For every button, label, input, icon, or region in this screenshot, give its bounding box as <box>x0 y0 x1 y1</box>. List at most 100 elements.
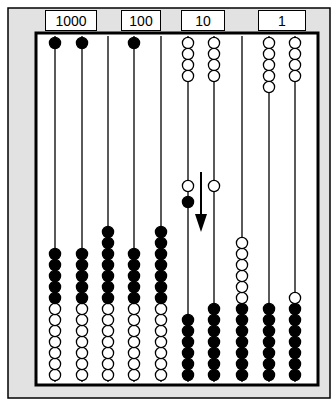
white-bead <box>128 369 139 380</box>
white-bead <box>208 59 219 70</box>
black-bead <box>102 226 113 237</box>
white-bead <box>263 81 274 92</box>
white-bead <box>102 358 113 369</box>
white-bead <box>128 347 139 358</box>
white-bead <box>263 59 274 70</box>
white-bead <box>102 314 113 325</box>
place-value-label: 1000 <box>55 14 86 28</box>
black-bead <box>236 314 247 325</box>
black-bead <box>76 270 87 281</box>
move-arrow <box>195 172 207 232</box>
black-bead <box>289 358 300 369</box>
beads <box>49 37 300 380</box>
black-bead <box>236 303 247 314</box>
white-bead <box>208 37 219 48</box>
black-bead <box>208 314 219 325</box>
black-bead <box>263 303 274 314</box>
white-bead <box>236 281 247 292</box>
white-bead <box>76 358 87 369</box>
place-value-box: 1000 <box>45 10 97 31</box>
white-bead <box>236 237 247 248</box>
black-bead <box>102 237 113 248</box>
arrow-head <box>195 214 207 232</box>
white-bead <box>182 48 193 59</box>
black-bead <box>263 369 274 380</box>
white-bead <box>102 325 113 336</box>
black-bead <box>208 325 219 336</box>
white-bead <box>208 48 219 59</box>
white-bead <box>263 70 274 81</box>
black-bead <box>155 292 166 303</box>
black-bead <box>49 270 60 281</box>
black-bead <box>49 37 60 48</box>
place-value-box: 1 <box>258 10 306 31</box>
black-bead <box>49 248 60 259</box>
black-bead <box>128 292 139 303</box>
black-bead <box>128 270 139 281</box>
place-value-box: 100 <box>121 10 161 31</box>
black-bead <box>208 336 219 347</box>
black-bead <box>236 347 247 358</box>
black-bead <box>102 270 113 281</box>
black-bead <box>263 314 274 325</box>
black-bead <box>155 281 166 292</box>
black-bead <box>102 248 113 259</box>
white-bead <box>236 259 247 270</box>
black-bead <box>289 325 300 336</box>
place-value-box: 10 <box>181 10 225 31</box>
white-bead <box>76 325 87 336</box>
black-bead <box>182 336 193 347</box>
white-bead <box>155 358 166 369</box>
black-bead <box>289 336 300 347</box>
white-bead <box>155 314 166 325</box>
black-bead <box>289 314 300 325</box>
white-bead <box>236 270 247 281</box>
white-bead <box>49 358 60 369</box>
black-bead <box>102 281 113 292</box>
rods <box>55 36 295 382</box>
black-bead <box>208 303 219 314</box>
white-bead <box>155 347 166 358</box>
black-bead <box>49 292 60 303</box>
white-bead <box>263 48 274 59</box>
black-bead <box>182 369 193 380</box>
white-bead <box>102 347 113 358</box>
white-bead <box>49 336 60 347</box>
white-bead <box>208 70 219 81</box>
black-bead <box>155 270 166 281</box>
black-bead <box>263 347 274 358</box>
black-bead <box>236 336 247 347</box>
black-bead <box>289 347 300 358</box>
white-bead <box>76 369 87 380</box>
black-bead <box>102 292 113 303</box>
white-bead <box>155 336 166 347</box>
black-bead <box>263 358 274 369</box>
black-bead <box>208 358 219 369</box>
white-bead <box>155 369 166 380</box>
place-value-label: 10 <box>195 14 211 28</box>
black-bead <box>76 281 87 292</box>
black-bead <box>236 325 247 336</box>
white-bead <box>128 314 139 325</box>
white-bead <box>76 314 87 325</box>
white-bead <box>102 303 113 314</box>
black-bead <box>182 347 193 358</box>
black-bead <box>289 369 300 380</box>
black-bead <box>49 281 60 292</box>
white-bead <box>263 37 274 48</box>
black-bead <box>182 325 193 336</box>
white-bead <box>128 358 139 369</box>
black-bead <box>155 237 166 248</box>
white-bead <box>155 303 166 314</box>
abacus-frame <box>8 8 330 398</box>
black-bead <box>263 336 274 347</box>
black-bead <box>76 248 87 259</box>
white-bead <box>289 59 300 70</box>
white-bead <box>182 37 193 48</box>
white-bead <box>102 336 113 347</box>
white-bead <box>208 180 219 191</box>
white-bead <box>236 248 247 259</box>
black-bead <box>49 259 60 270</box>
black-bead <box>289 303 300 314</box>
